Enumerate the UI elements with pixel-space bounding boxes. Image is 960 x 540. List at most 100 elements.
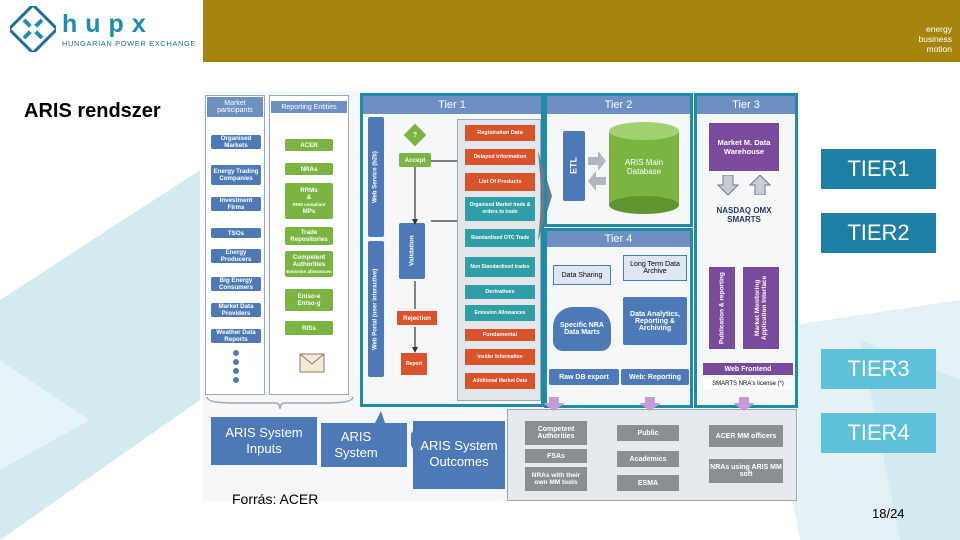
participant: Energy Trading Companies	[211, 165, 261, 185]
web-frontend-box: Web Frontend	[703, 363, 793, 375]
decision-mark: ?	[412, 131, 418, 139]
data-sharing-box: Data Sharing	[553, 265, 611, 285]
data-type: Derivatives	[465, 285, 535, 299]
data-type: Emission Allowances	[465, 305, 535, 321]
smarts-license: SMARTS NRA's license (*)	[703, 379, 793, 389]
entity: RISs	[285, 321, 333, 335]
entity-rrms: RRMs & RRM compliant MPs	[285, 183, 333, 219]
data-type: Organised Market trade & orders to trade	[465, 197, 535, 221]
market-dw-box: Market M. Data Warehouse	[709, 123, 779, 171]
entity: &	[306, 194, 312, 201]
entity: Emission allowances	[286, 268, 332, 274]
participant: Weather Data Reports	[211, 329, 261, 343]
system-callout-icon	[321, 411, 407, 467]
tagline: energy business motion	[918, 24, 952, 54]
entity: RRM compliant	[292, 202, 326, 207]
data-type: List Of Products	[465, 173, 535, 191]
entity: MPs	[302, 208, 316, 215]
nasdaq-box: NASDAQ OMX SMARTS	[716, 206, 772, 224]
database-icon	[609, 122, 679, 214]
tier4-frame	[544, 228, 693, 408]
page-number: 18/24	[872, 506, 905, 521]
logo-wordmark: hupx	[62, 10, 154, 38]
participant: Investment Firms	[211, 197, 261, 211]
monitoring-ui-box: Market Monitoring Application Interface	[743, 267, 779, 349]
col-reporting-header: Reporting Entities	[271, 101, 347, 113]
entity: Entso-g	[297, 300, 321, 307]
report-box: Report	[401, 353, 427, 375]
web-reporting-box: Web: Reporting	[621, 369, 689, 385]
etl-box: ETL	[563, 131, 585, 201]
entity: RRMs	[300, 187, 318, 194]
data-type: Non Standardised trades	[465, 257, 535, 277]
outcome: FSAs	[525, 449, 587, 463]
tier2-button[interactable]: TIER2	[821, 213, 936, 253]
tagline-line: motion	[926, 44, 952, 54]
header-band: energy business motion	[203, 0, 960, 62]
col-market-header: Market participants	[207, 97, 263, 117]
outcome: Public	[617, 425, 679, 441]
flow-arrows	[412, 160, 461, 353]
outcome: NRAs using ARIS MM soft	[709, 459, 783, 483]
data-type: Fundamental	[465, 329, 535, 341]
outcome: ACER MM officers	[709, 425, 783, 447]
logo-subtitle: HUNGARIAN POWER EXCHANGE	[62, 39, 196, 48]
tier2-header: Tier 2	[547, 96, 690, 114]
envelope-icon	[299, 353, 325, 373]
participant: Big Energy Consumers	[211, 277, 261, 291]
etl-arrows	[588, 151, 606, 191]
outcomes-callout-icon	[411, 421, 505, 489]
ellipsis-dots	[233, 350, 239, 383]
entity: Competent Authorities	[292, 253, 326, 268]
tier1-header: Tier 1	[363, 96, 541, 114]
main-db-label: ARIS Main Database	[624, 158, 664, 176]
publication-box: Publication & reporting	[709, 267, 735, 349]
entity: NRAs	[285, 163, 333, 175]
outcome: Competent Authorities	[525, 421, 587, 445]
data-type: Additional Market Data	[465, 373, 535, 389]
outcome: NRAs with their own MM tools	[525, 467, 587, 491]
accept-box: Accept	[399, 153, 431, 167]
participant: TSOs	[211, 228, 261, 238]
analytics-box: Data Analytics, Reporting & Archiving	[623, 297, 687, 345]
tier2-frame	[544, 93, 693, 227]
slide-title: ARIS rendszer	[24, 100, 161, 122]
data-type: Registration Data	[465, 125, 535, 141]
specific-nra-box: Specific NRA Data Marts	[553, 307, 611, 351]
tier1-frame	[360, 93, 544, 407]
tier3-header: Tier 3	[697, 96, 795, 114]
web-service: Web Service (b2b)	[368, 117, 384, 237]
entity-competent: Competent Authorities Emission allowance…	[285, 251, 333, 277]
outcome: ESMA	[617, 475, 679, 491]
tier1-button[interactable]: TIER1	[821, 149, 936, 189]
entity: Trade Repositories	[285, 227, 333, 245]
aris-diagram: Market participants Reporting Entities O…	[203, 91, 798, 501]
raw-db-export-box: Raw DB export	[549, 369, 619, 385]
entity-entso: Entso-e Entso-g	[285, 289, 333, 311]
entity: ACER	[285, 139, 333, 151]
participant: Market Data Providers	[211, 303, 261, 317]
data-type: Delayed Information	[465, 149, 535, 165]
tagline-line: energy	[926, 24, 952, 34]
tier4-header: Tier 4	[547, 231, 690, 247]
tier4-button[interactable]: TIER4	[821, 413, 936, 453]
data-type: Insider Information	[465, 349, 535, 365]
down-arrows	[716, 175, 772, 195]
inputs-bracket	[206, 396, 354, 410]
rejection-box: Rejection	[397, 311, 437, 325]
outcome-arrows	[543, 397, 755, 411]
hupx-logo-icon	[10, 6, 56, 52]
outcomes-label: ARIS System Outcomes	[420, 438, 498, 469]
tier3-button[interactable]: TIER3	[821, 349, 936, 389]
data-type: Standardised OTC Trade	[465, 229, 535, 247]
source-caption: Forrás: ACER	[232, 491, 319, 507]
system-label: ARIS System	[334, 429, 378, 460]
participant: Energy Producers	[211, 249, 261, 263]
tagline-line: business	[918, 34, 952, 44]
outcome: Academics	[617, 451, 679, 467]
inputs-label: ARIS System Inputs	[211, 417, 317, 465]
participant: Organised Markets	[211, 135, 261, 149]
entity: Entso-e	[297, 293, 321, 300]
web-portal: Web Portal (user interactive)	[368, 241, 384, 377]
